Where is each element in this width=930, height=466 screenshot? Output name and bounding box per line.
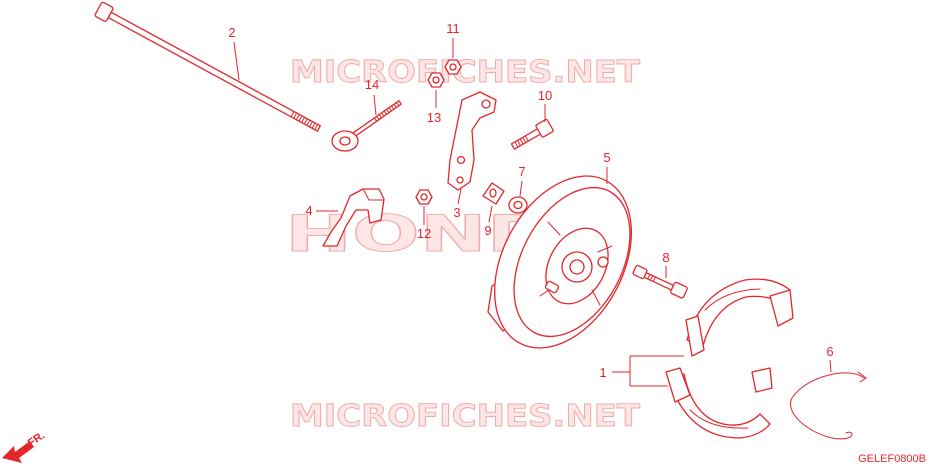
callout-4: 4 <box>305 203 312 218</box>
spring-part-6 <box>790 371 867 440</box>
brake-shoe-lower-part-1 <box>665 367 773 439</box>
callout-10: 10 <box>538 88 552 103</box>
washer-part-7 <box>508 196 528 214</box>
washer-part-9 <box>482 182 505 205</box>
front-direction-arrow: FR. <box>2 429 47 463</box>
diagram-code: GELEF0800B <box>858 453 926 465</box>
brake-panel-part-5 <box>487 175 633 349</box>
brake-cam-part-8 <box>632 264 688 299</box>
callout-5: 5 <box>603 150 610 165</box>
nut-part-13 <box>427 72 445 88</box>
nut-part-12 <box>415 189 433 205</box>
callout-2: 2 <box>228 25 235 40</box>
arm-plate-part-3 <box>447 91 497 191</box>
leader-lines <box>233 38 832 387</box>
callout-3: 3 <box>453 205 460 220</box>
callout-13: 13 <box>427 110 441 125</box>
axle-part-2 <box>94 1 321 132</box>
callout-8: 8 <box>662 250 669 265</box>
watermark-site-top: MICROFICHES.NET <box>290 55 641 90</box>
callout-6: 6 <box>826 344 833 359</box>
watermark-site-bottom: MICROFICHES.NET <box>290 399 641 434</box>
callout-7: 7 <box>518 164 525 179</box>
callout-12: 12 <box>417 226 431 241</box>
lever-part-4 <box>322 188 385 247</box>
callout-1: 1 <box>599 365 606 380</box>
callout-9: 9 <box>484 223 491 238</box>
bolt-part-10 <box>510 118 554 150</box>
nut-part-11 <box>444 59 462 75</box>
adjuster-bolt-part-14 <box>331 100 402 152</box>
callout-14: 14 <box>365 77 379 92</box>
arrow-icon <box>2 441 34 463</box>
brake-shoe-upper-part-1 <box>685 278 794 357</box>
callout-11: 11 <box>446 21 460 36</box>
